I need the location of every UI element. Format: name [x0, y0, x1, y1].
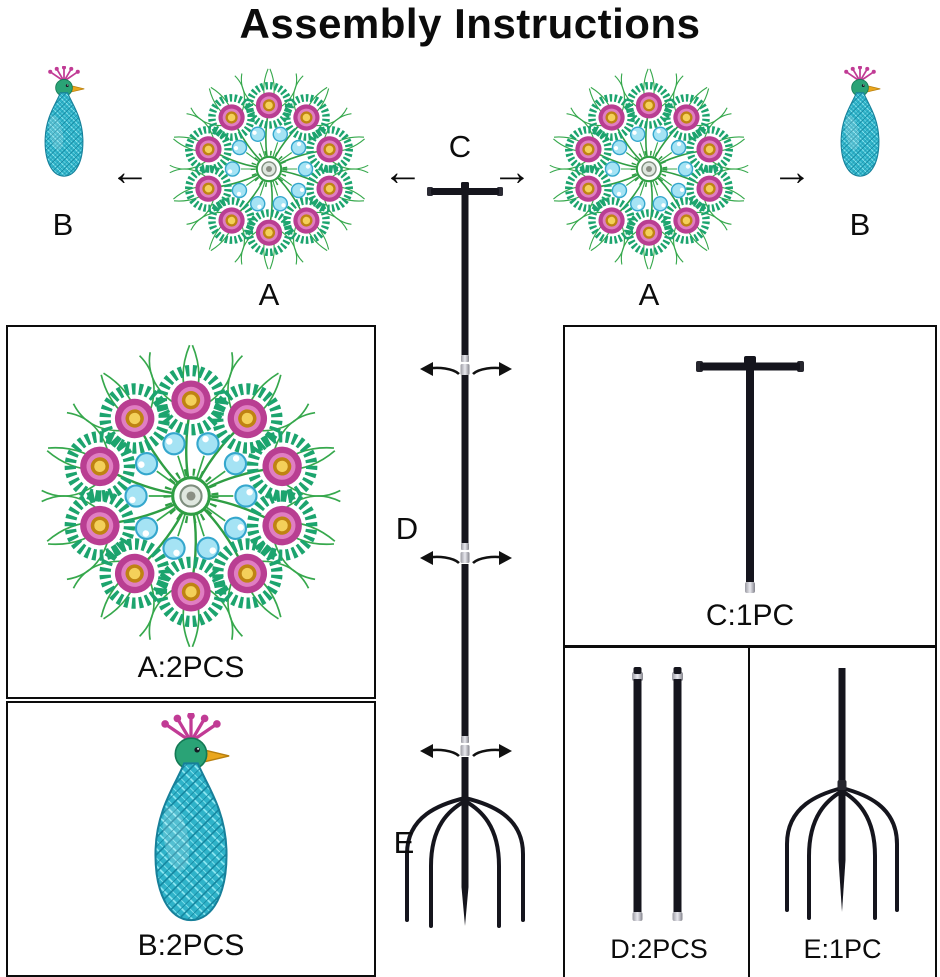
label-pole-top: C: [448, 129, 472, 164]
twist-arrow-left-icon: [418, 742, 461, 760]
peacock-wheel-top-left: [166, 66, 372, 272]
part-label-wheel: A:2PCS: [137, 651, 245, 684]
arrow-left-inner-icon: ←: [383, 150, 423, 194]
parts-box-wheel: A:2PCS: [6, 325, 376, 699]
peacock-bird-figure-top-right: [840, 66, 882, 178]
parts-box-extension-poles: D:2PCS: [563, 646, 755, 977]
twist-arrow-right-icon: [471, 360, 514, 378]
arrow-right-inner-icon: →: [492, 150, 532, 194]
label-pole-middle: D: [395, 511, 419, 546]
label-top-left-wheel: A: [258, 277, 280, 312]
ground-stake-illustration: [785, 666, 899, 920]
label-top-left-bird: B: [52, 207, 74, 242]
part-label-bird: B:2PCS: [137, 929, 245, 962]
extension-poles-illustration: [632, 667, 683, 921]
parts-box-ground-stake: E:1PC: [748, 646, 937, 977]
peacock-bird-large-illustration: [153, 713, 231, 922]
page-title: Assembly Instructions: [239, 0, 701, 47]
twist-arrow-right-icon: [471, 549, 514, 567]
t-pole-illustration: [696, 356, 804, 593]
peacock-wheel-top-right: [546, 66, 752, 272]
center-pole-assembly: [405, 182, 525, 928]
label-top-right-wheel: A: [638, 277, 660, 312]
parts-box-bird: B:2PCS: [6, 701, 376, 977]
part-label-t-pole: C:1PC: [705, 599, 795, 632]
part-label-ground-stake: E:1PC: [803, 934, 882, 964]
peacock-wheel-large-illustration: [36, 341, 346, 651]
label-pole-base: E: [393, 825, 415, 860]
arrow-right-outer-icon: →: [772, 150, 812, 194]
twist-arrow-right-icon: [471, 742, 514, 760]
peacock-bird-figure-top-left: [44, 66, 86, 178]
twist-arrow-left-icon: [418, 549, 461, 567]
arrow-left-outer-icon: ←: [110, 150, 150, 194]
part-label-extension-poles: D:2PCS: [610, 934, 708, 964]
label-top-right-bird: B: [849, 207, 871, 242]
parts-box-t-pole: C:1PC: [563, 325, 937, 647]
twist-arrow-left-icon: [418, 360, 461, 378]
